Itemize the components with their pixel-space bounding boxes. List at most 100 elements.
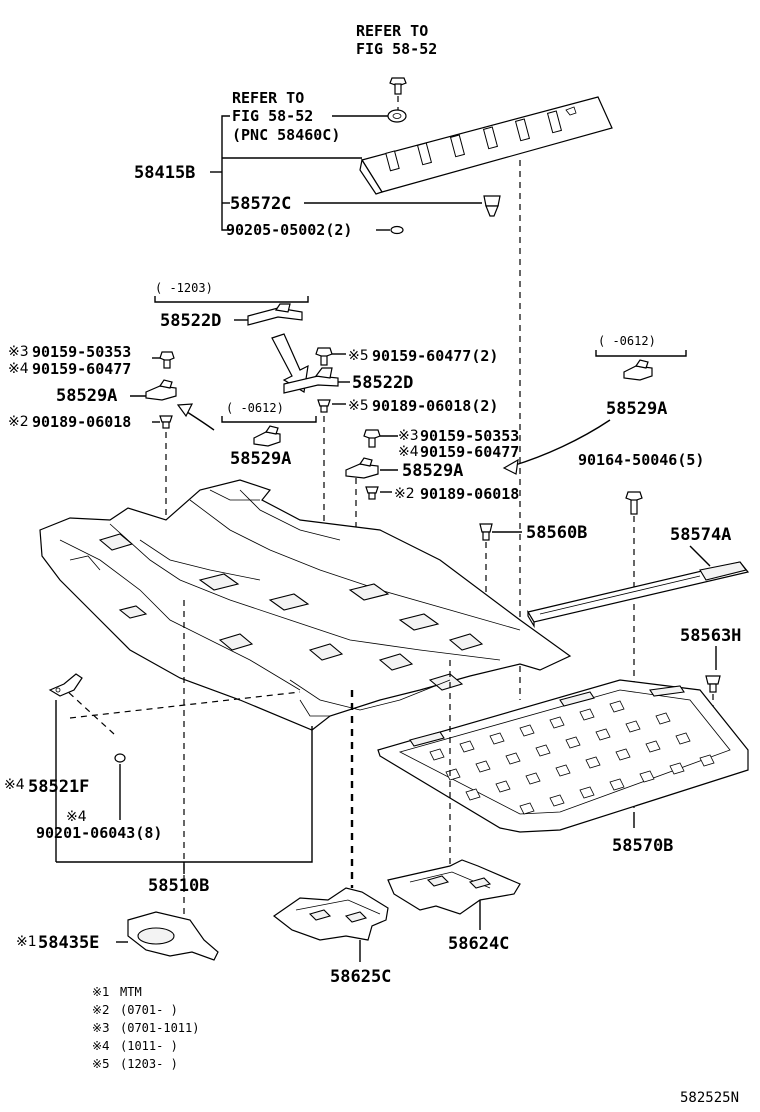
legend-text-5: (1203- )	[120, 1057, 178, 1071]
part-90159-60477-2: 90159-60477(2)	[372, 347, 498, 365]
part-58570B: 58570B	[612, 836, 673, 856]
bracket-58529A-mid	[253, 425, 281, 447]
curved-arrow-center	[511, 419, 611, 467]
legend: ※1 MTM ※2 (0701- ) ※3 (0701-1011) ※4 (10…	[92, 985, 199, 1071]
pad-58435E	[127, 911, 219, 961]
part-58563H: 58563H	[680, 626, 741, 646]
legend-mark-2: ※2	[92, 1003, 110, 1017]
date-range-1203: ( -1203)	[155, 281, 213, 295]
part-90189-06018: 90189-06018	[32, 413, 131, 431]
clip-icon	[705, 675, 721, 693]
part-90189-06018-2: 90189-06018(2)	[372, 397, 498, 415]
bolt-icon	[159, 351, 175, 369]
legend-mark-3: ※3	[92, 1021, 110, 1035]
part-90159-50353: 90159-50353	[32, 343, 131, 361]
part-58415B: 58415B	[134, 163, 195, 183]
part-90201-06043: 90201-06043(8)	[36, 824, 162, 842]
grommet-icon	[387, 109, 407, 123]
bolt-icon	[315, 347, 333, 366]
date-range-0612-left: ( -0612)	[226, 401, 284, 415]
legend-mark-4: ※4	[92, 1039, 110, 1053]
part-58574A: 58574A	[670, 525, 731, 545]
legend-text-4: (1011- )	[120, 1039, 178, 1053]
part-58522D-upper: 58522D	[160, 311, 221, 331]
date-range-0612-right: ( -0612)	[598, 334, 656, 348]
part-90159-60477-b: 90159-60477	[420, 443, 519, 461]
note-mark-5: ※5	[348, 398, 369, 414]
mid-refer-line2: FIG 58-52	[232, 107, 313, 125]
screw-icon	[365, 486, 379, 500]
note-mark-4: ※4	[66, 809, 87, 825]
note-mark-1: ※1	[16, 934, 37, 950]
part-58510B: 58510B	[148, 876, 209, 896]
nut-icon	[114, 753, 126, 763]
clip-icon	[483, 195, 501, 217]
panel-58625C	[272, 887, 389, 941]
part-58529A-center: 58529A	[402, 461, 463, 481]
bolt-icon	[625, 491, 643, 515]
note-mark-5: ※5	[348, 348, 369, 364]
scuff-plate-58415B	[359, 96, 613, 195]
tray-58570B	[377, 679, 749, 833]
part-58560B: 58560B	[526, 523, 587, 543]
top-refer-line2: FIG 58-52	[356, 40, 437, 58]
arrow-head-icon	[502, 458, 519, 475]
part-90205-05002: 90205-05002(2)	[226, 221, 352, 239]
hook-58521F	[48, 673, 83, 697]
part-58522D-lower: 58522D	[352, 373, 413, 393]
bracket-58529A-center	[345, 457, 379, 479]
legend-text-2: (0701- )	[120, 1003, 178, 1017]
leader-line	[65, 689, 115, 735]
note-mark-3: ※3	[398, 428, 419, 444]
bracket-58522D-upper	[247, 303, 303, 326]
part-90159-50353-b: 90159-50353	[420, 427, 519, 445]
date-bracket	[595, 350, 687, 357]
legend-text-1: MTM	[120, 985, 142, 999]
clip-icon	[479, 523, 493, 541]
bracket-58529A-right	[623, 359, 653, 381]
part-58435E: 58435E	[38, 933, 99, 953]
rail-58574A	[527, 561, 750, 629]
top-refer-line1: REFER TO	[356, 22, 428, 40]
note-mark-2: ※2	[8, 414, 29, 430]
leader-line	[689, 545, 711, 567]
mid-refer-line3: (PNC 58460C)	[232, 126, 340, 144]
legend-mark-5: ※5	[92, 1057, 110, 1071]
bolt-icon	[363, 429, 381, 448]
date-bracket	[154, 296, 309, 303]
panel-58624C	[387, 859, 521, 915]
curved-arrow-left	[183, 409, 215, 431]
note-mark-2: ※2	[394, 486, 415, 502]
note-mark-3: ※3	[8, 344, 29, 360]
bracket-line	[56, 726, 313, 863]
mid-refer-line1: REFER TO	[232, 89, 304, 107]
legend-text-3: (0701-1011)	[120, 1021, 199, 1035]
note-mark-4: ※4	[8, 361, 29, 377]
note-mark-4: ※4	[4, 777, 25, 793]
part-90159-60477: 90159-60477	[32, 360, 131, 378]
legend-mark-1: ※1	[92, 985, 110, 999]
part-58572C: 58572C	[230, 194, 291, 214]
washer-icon	[390, 225, 404, 235]
floor-carpet-58510B	[39, 479, 572, 731]
part-90189-06018-b: 90189-06018	[420, 485, 519, 503]
part-90164-50046: 90164-50046(5)	[578, 451, 704, 469]
note-mark-4: ※4	[398, 444, 419, 460]
part-58529A-left: 58529A	[56, 386, 117, 406]
figure-code: 582525N	[680, 1090, 739, 1106]
bracket-58522D-lower	[283, 367, 339, 394]
screw-icon	[317, 399, 331, 413]
part-58521F: 58521F	[28, 777, 89, 797]
part-58529A-mid: 58529A	[230, 449, 291, 469]
arrow-head-icon	[176, 403, 194, 418]
bracket-58529A-left	[145, 379, 177, 401]
part-58625C: 58625C	[330, 967, 391, 987]
part-58624C: 58624C	[448, 934, 509, 954]
bracket-line	[221, 115, 230, 231]
part-58529A-right: 58529A	[606, 399, 667, 419]
top-bolt-icon	[389, 77, 407, 95]
screw-icon	[159, 415, 173, 429]
leader-line	[69, 691, 301, 719]
date-bracket	[221, 416, 317, 423]
